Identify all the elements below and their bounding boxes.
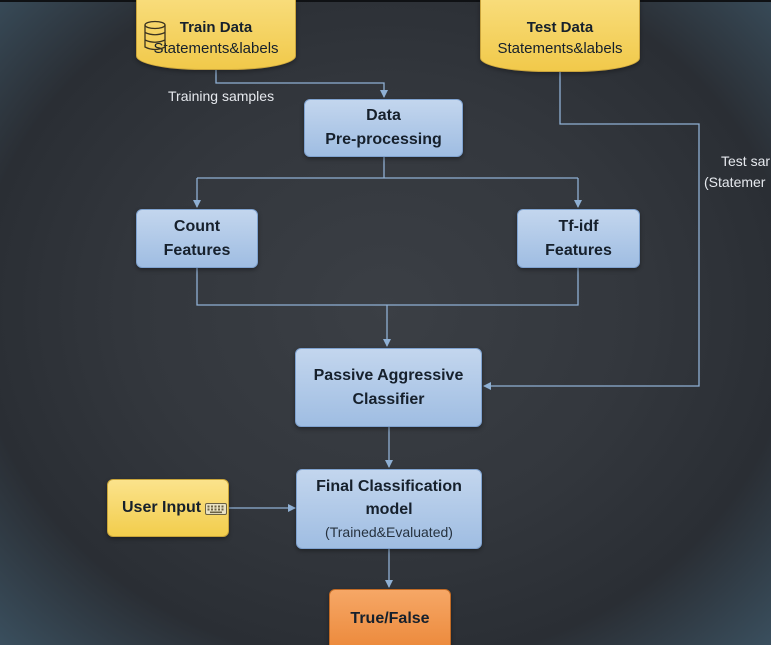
test-data-title: Test Data <box>526 19 594 36</box>
edge-tfidf-merge <box>387 268 579 306</box>
count-features-line2: Features <box>163 241 231 259</box>
output-node: True/False <box>329 589 451 645</box>
final-model-line3: (Trained&Evaluated) <box>325 523 453 540</box>
edge-test-to-classifier <box>483 72 700 390</box>
classifier-line2: Classifier <box>352 390 425 408</box>
count-features-node: Count Features <box>136 209 258 268</box>
train-data-node: Train Data Statements&labels <box>136 0 296 70</box>
top-border <box>0 0 771 2</box>
training-samples-label: Training samples <box>168 88 275 104</box>
edge-train-to-preprocessing <box>215 70 388 98</box>
preprocessing-line2: Pre-processing <box>325 131 442 148</box>
preprocessing-node: Data Pre-processing <box>304 99 463 157</box>
test-samples-label-line2: (Statemer <box>704 174 766 190</box>
preprocessing-line1: Data <box>366 107 401 124</box>
output-label: True/False <box>350 610 430 627</box>
test-data-subtitle: Statements&labels <box>497 40 623 57</box>
keyboard-icon <box>205 503 227 515</box>
final-model-line1: Final Classification <box>316 477 462 495</box>
train-data-subtitle: Statements&labels <box>153 40 279 57</box>
test-samples-label-line1: Test sar <box>721 153 771 169</box>
final-model-line2: model <box>365 500 413 518</box>
database-icon <box>144 20 166 51</box>
user-input-label: User Input <box>122 499 202 516</box>
tfidf-features-node: Tf-idf Features <box>517 209 640 268</box>
final-model-node: Final Classification model (Trained&Eval… <box>296 469 482 549</box>
test-data-node: Test Data Statements&labels <box>480 0 640 72</box>
train-data-title: Train Data <box>179 19 253 36</box>
tfidf-features-line2: Features <box>545 241 612 259</box>
tfidf-features-line1: Tf-idf <box>558 217 599 235</box>
edge-count-merge <box>196 268 387 306</box>
classifier-node: Passive Aggressive Classifier <box>295 348 482 427</box>
count-features-line1: Count <box>173 217 221 235</box>
classifier-line1: Passive Aggressive <box>313 366 464 384</box>
user-input-node: User Input <box>107 479 229 537</box>
